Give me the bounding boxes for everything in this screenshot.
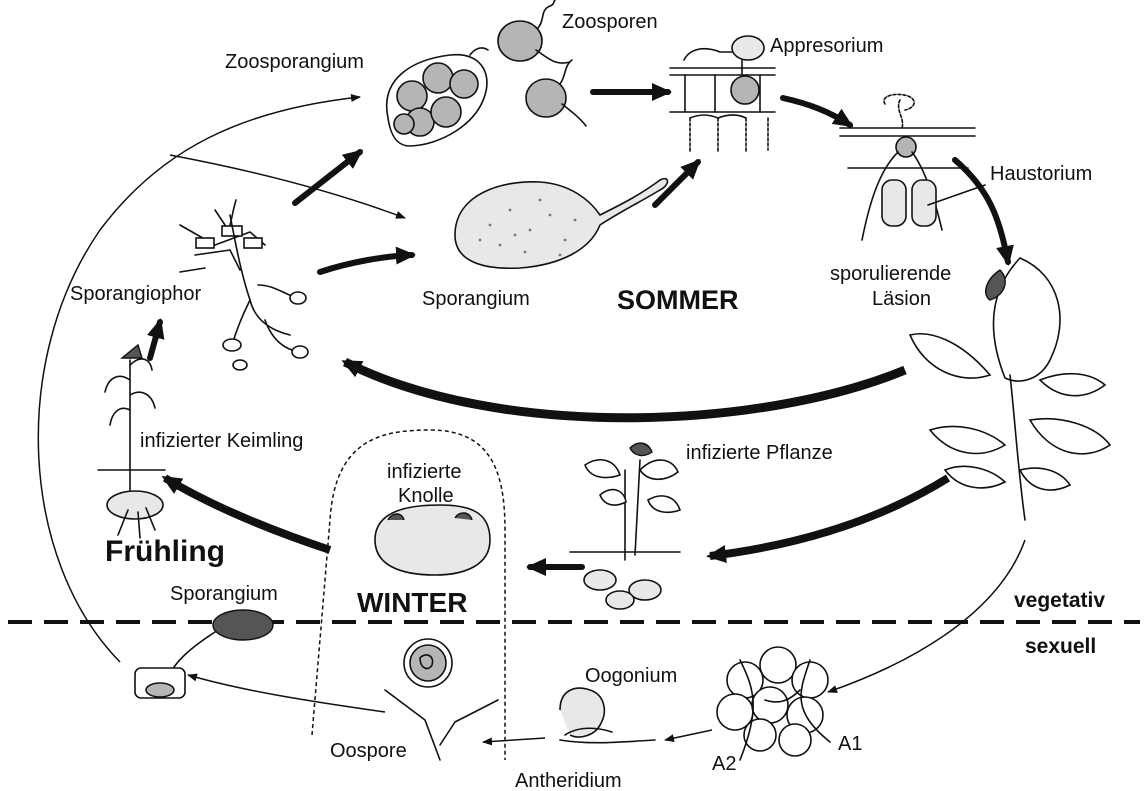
thick-arrow-appresorium-to-haustorium: [783, 98, 850, 125]
label-sporangiophor: Sporangiophor: [70, 283, 202, 305]
oogonium-illustration: [560, 688, 655, 743]
thin-arrow-leaf-to-oogonium-cells: [828, 540, 1025, 692]
label-a1: A1: [838, 733, 862, 755]
thin-arrow-oospore-to-sporangium: [188, 675, 385, 712]
label-zoosporangium: Zoosporangium: [225, 51, 364, 73]
label-sexuell: sexuell: [1025, 635, 1096, 658]
label-infizierter-keimling: infizierter Keimling: [140, 430, 303, 452]
thick-arrow-sporangiophor-to-zoosporangium: [295, 152, 360, 203]
label-antheridium: Antheridium: [515, 770, 622, 791]
infected-plant-illustration: [570, 443, 680, 609]
label-sporulierende: sporulierende: [830, 263, 951, 285]
label-oogonium: Oogonium: [585, 665, 677, 687]
thick-arrow-lesion-to-sporangiophor: [345, 362, 905, 418]
zoosporangium-illustration: [387, 48, 488, 146]
thick-arrow-sporangiophor-to-sporangium: [320, 255, 412, 272]
appresorium-illustration: [670, 36, 775, 152]
label-zoosporen: Zoosporen: [562, 11, 658, 33]
label-haustorium: Haustorium: [990, 163, 1092, 185]
sporangium-top-illustration: [455, 179, 668, 269]
outer-arc-arrow: [38, 97, 360, 662]
thin-arrow-cells-to-oogonium: [665, 730, 712, 740]
haustorium-illustration: [840, 94, 985, 240]
mycelium-cells-illustration: [717, 647, 830, 760]
label-infizierte: infizierte: [387, 461, 461, 483]
label-infizierte-pflanze: infizierte Pflanze: [686, 442, 833, 464]
label-sporangium-bottom: Sporangium: [170, 583, 278, 605]
label-sporangium-top: Sporangium: [422, 288, 530, 310]
label-oospore: Oospore: [330, 740, 407, 762]
thin-arrow-to-sporangium: [170, 155, 405, 218]
label-vegetativ: vegetativ: [1014, 589, 1105, 612]
label-knolle: Knolle: [398, 485, 454, 507]
thick-arrow-leaf-to-plant: [710, 478, 948, 556]
thin-arrow-oogonium-to-oospore: [483, 738, 545, 742]
label-a2: A2: [712, 753, 736, 775]
infected-tuber-illustration: [375, 505, 490, 575]
label-appresorium: Appresorium: [770, 35, 883, 57]
label-sommer: SOMMER: [617, 285, 739, 315]
label-winter: WINTER: [357, 587, 467, 618]
thick-arrow-keimling-to-sporangiophor: [150, 322, 160, 358]
label-laesion: Läsion: [872, 288, 931, 310]
label-fruehling: Frühling: [105, 535, 225, 568]
